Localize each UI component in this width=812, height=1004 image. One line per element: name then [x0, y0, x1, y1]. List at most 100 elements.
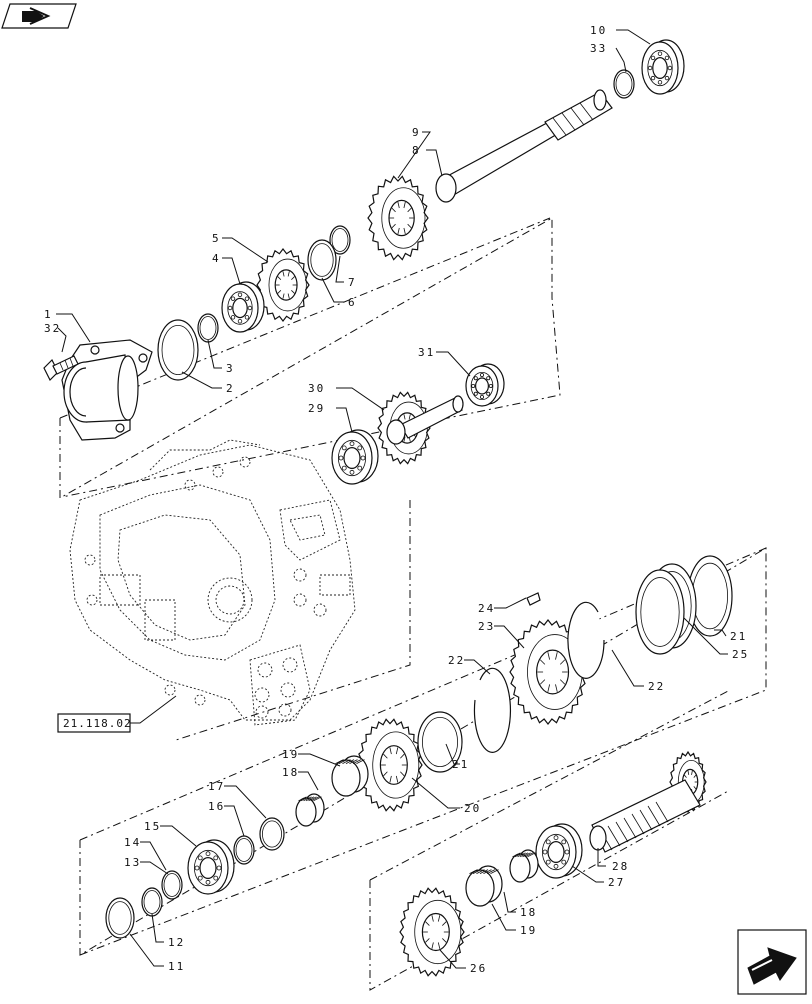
- callout-26[interactable]: 26: [470, 962, 487, 975]
- gear-5: [256, 248, 310, 322]
- ring-2: [307, 239, 337, 281]
- leader-line-11: [129, 933, 164, 967]
- leader-line-29: [336, 407, 353, 433]
- callout-9[interactable]: 9: [412, 126, 421, 139]
- leader-line-21: [445, 743, 460, 765]
- callout-19[interactable]: 19: [282, 748, 299, 761]
- leader-line-6: [321, 277, 344, 303]
- callout-15[interactable]: 15: [144, 820, 161, 833]
- rings: [105, 69, 733, 939]
- leader-line-18: [503, 891, 516, 913]
- snap-ring-22-left: [473, 667, 512, 753]
- leader-line-20: [411, 777, 460, 809]
- callout-30[interactable]: 30: [308, 382, 325, 395]
- housing-reference-label: 21.118.02: [63, 717, 132, 730]
- callout-3[interactable]: 3: [226, 362, 235, 375]
- callout-18[interactable]: 18: [520, 906, 537, 919]
- callout-32[interactable]: 32: [44, 322, 61, 335]
- callout-31[interactable]: 31: [418, 346, 435, 359]
- ring-8: [141, 887, 163, 917]
- leader-line-5: [222, 237, 269, 263]
- callout-12[interactable]: 12: [168, 936, 185, 949]
- callout-23[interactable]: 23: [478, 620, 495, 633]
- leader-line-19: [491, 903, 516, 931]
- bearing-10: [641, 39, 685, 95]
- bolt-32: [43, 355, 79, 382]
- leader-line-3: [207, 339, 222, 369]
- next-arrow-icon[interactable]: [737, 929, 807, 995]
- leader-line-27: [571, 865, 604, 883]
- leader-line-1: [56, 313, 91, 343]
- ring-0: [613, 69, 635, 99]
- bearing-27: [535, 823, 583, 879]
- callout-29[interactable]: 29: [308, 402, 325, 415]
- callout-21[interactable]: 21: [730, 630, 747, 643]
- snap-ring-22-right: [567, 601, 605, 679]
- callout-labels: 1234567891011121314151617181920212223242…: [44, 24, 749, 975]
- leader-line-17: [224, 785, 267, 819]
- leader-line-32: [57, 327, 67, 353]
- callout-6[interactable]: 6: [348, 296, 357, 309]
- callout-8[interactable]: 8: [412, 144, 421, 157]
- callout-25[interactable]: 25: [732, 648, 749, 661]
- prev-arrow-icon[interactable]: [1, 3, 77, 29]
- leader-line-12: [151, 913, 164, 943]
- leader-line-26: [439, 949, 466, 969]
- leader-line-30: [336, 387, 385, 411]
- callout-17[interactable]: 17: [208, 780, 225, 793]
- callout-14[interactable]: 14: [124, 836, 141, 849]
- callout-33[interactable]: 33: [590, 42, 607, 55]
- callout-18[interactable]: 18: [282, 766, 299, 779]
- needle-bearings: [295, 755, 539, 907]
- gear-26: [399, 887, 465, 977]
- housing-reference-box[interactable]: 21.118.02: [57, 695, 177, 733]
- callout-10[interactable]: 10: [590, 24, 607, 37]
- leader-line-21: [714, 629, 727, 637]
- ring-4: [157, 319, 199, 381]
- callout-28[interactable]: 28: [612, 860, 629, 873]
- bearing-4: [221, 281, 265, 333]
- gear-23: [509, 619, 587, 725]
- leader-line-31: [436, 351, 471, 377]
- leader-line-10: [616, 29, 651, 45]
- leader-line-28: [597, 848, 606, 867]
- assembly-boundary-lines: [59, 217, 767, 991]
- ring-7: [161, 870, 183, 900]
- callout-7[interactable]: 7: [348, 276, 357, 289]
- callout-11[interactable]: 11: [168, 960, 185, 973]
- callout-2[interactable]: 2: [226, 382, 235, 395]
- leader-line-25: [683, 617, 728, 655]
- leader-line-13: [140, 861, 169, 875]
- callout-4[interactable]: 4: [212, 252, 221, 265]
- leader-line-15: [160, 825, 197, 847]
- gear-20: [357, 718, 423, 812]
- leader-line-14: [140, 841, 167, 871]
- callout-13[interactable]: 13: [124, 856, 141, 869]
- leader-line-16: [224, 805, 245, 837]
- callout-16[interactable]: 16: [208, 800, 225, 813]
- leader-line-23: [494, 625, 525, 649]
- callout-22[interactable]: 22: [648, 680, 665, 693]
- leader-line-7: [335, 255, 344, 283]
- ring-9: [105, 897, 135, 939]
- leader-line-2: [181, 371, 222, 389]
- ring-13: [635, 569, 685, 655]
- shaft-28: [589, 779, 701, 853]
- bearing-29: [331, 429, 379, 485]
- leader-line-4: [222, 257, 241, 285]
- shaft-upper: [435, 89, 613, 203]
- callout-24[interactable]: 24: [478, 602, 495, 615]
- callout-19[interactable]: 19: [520, 924, 537, 937]
- leader-line-19: [298, 753, 341, 767]
- leader-line-18: [298, 771, 319, 791]
- ring-10: [233, 835, 255, 865]
- callout-27[interactable]: 27: [608, 876, 625, 889]
- bearing-31: [465, 363, 505, 407]
- leader-line-33: [615, 47, 627, 73]
- callout-5[interactable]: 5: [212, 232, 221, 245]
- leader-line-22: [464, 659, 491, 675]
- transmission-housing: [69, 439, 356, 726]
- callout-20[interactable]: 20: [464, 802, 481, 815]
- callout-22[interactable]: 22: [448, 654, 465, 667]
- callout-1[interactable]: 1: [44, 308, 53, 321]
